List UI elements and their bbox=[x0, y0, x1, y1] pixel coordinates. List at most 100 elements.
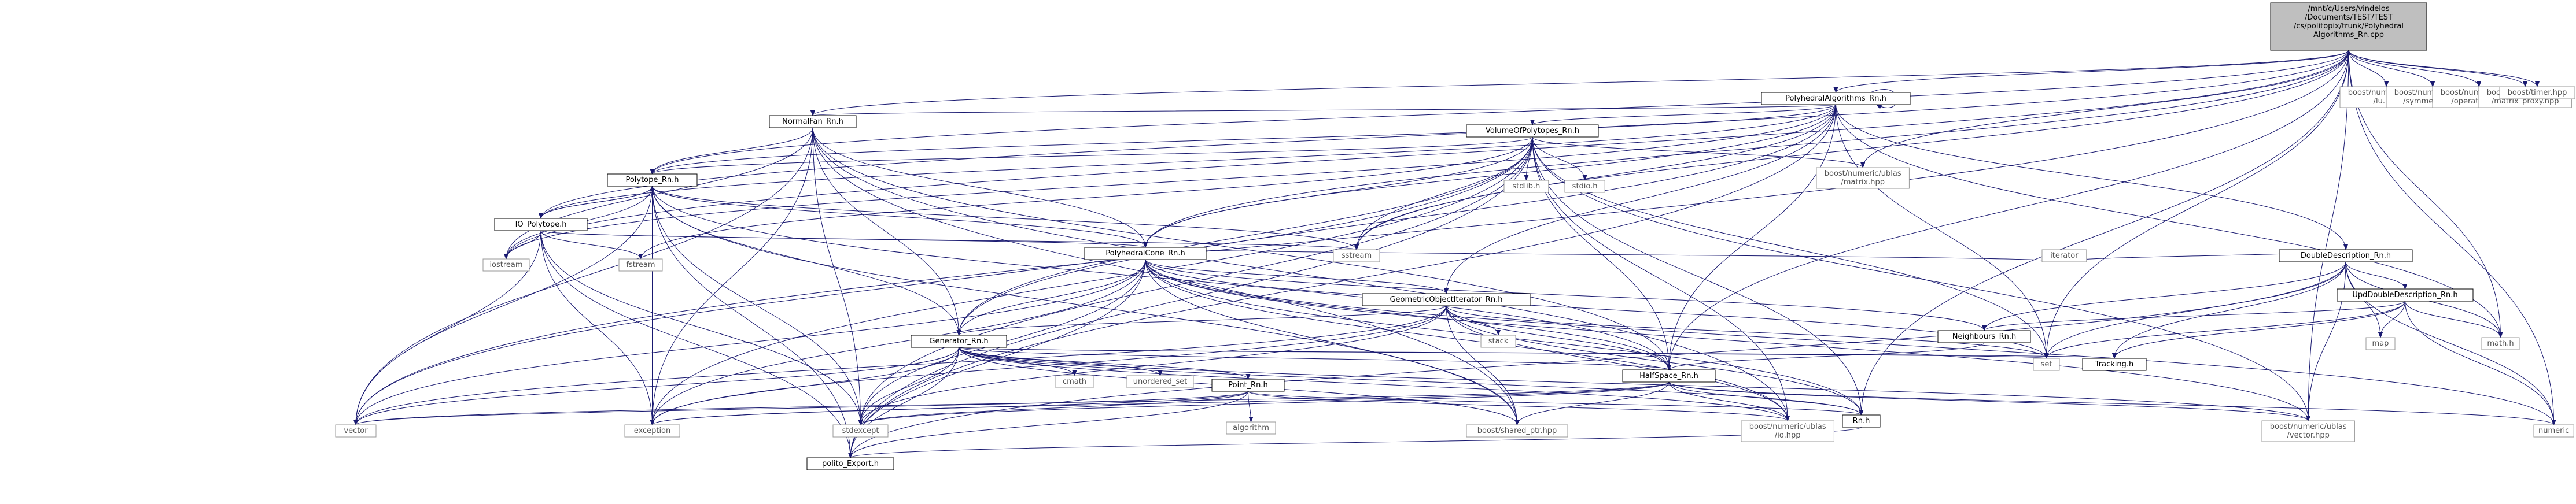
node-label: /io.hpp bbox=[1775, 431, 1801, 440]
edge-nf-to-hs bbox=[812, 127, 1671, 370]
edge-udd-to-tr bbox=[2112, 301, 2405, 359]
edge-nb-to-hs bbox=[1667, 342, 1985, 370]
node-hs[interactable]: HalfSpace_Rn.h bbox=[1622, 369, 1716, 383]
node-box bbox=[2082, 358, 2147, 371]
node-label: exception bbox=[634, 427, 671, 435]
node-bmatrix: boost/numeric/ublas/matrix.hpp bbox=[1816, 167, 1910, 189]
edge-io-to-stdexcept bbox=[540, 230, 863, 425]
edge-goi-to-shptr bbox=[1446, 305, 1520, 425]
edge-goi-to-hs bbox=[1446, 305, 1671, 370]
node-label: set bbox=[2041, 360, 2052, 369]
edge-gen-to-rn bbox=[959, 347, 1864, 416]
edge-udd-to-nb bbox=[1982, 301, 2405, 331]
edge-root-to-sstream bbox=[1354, 50, 2349, 250]
edge-root-to-pa bbox=[1833, 50, 2349, 93]
node-pc[interactable]: PolyhedralCone_Rn.h bbox=[1084, 247, 1207, 260]
edge-vp-to-stdexcept bbox=[858, 136, 1533, 425]
edge-root-to-pc bbox=[1143, 50, 2349, 248]
node-io[interactable]: IO_Polytope.h bbox=[494, 218, 588, 231]
node-label: PolyhedralAlgorithms_Rn.h bbox=[1785, 94, 1886, 103]
node-vp[interactable]: VolumeOfPolytopes_Rn.h bbox=[1466, 124, 1599, 138]
node-pa[interactable]: PolyhedralAlgorithms_Rn.h bbox=[1761, 92, 1911, 105]
node-label: Polytope_Rn.h bbox=[625, 176, 679, 184]
edge-pa-to-sstream bbox=[1354, 104, 1836, 250]
edge-dd-to-tr bbox=[2112, 261, 2346, 359]
edge-vp-to-exception bbox=[650, 136, 1533, 425]
edge-dd-to-pe bbox=[848, 261, 2346, 458]
node-goi[interactable]: GeometricObjectIterator_Rn.h bbox=[1362, 293, 1531, 306]
node-label: /matrix_proxy.hpp bbox=[2492, 97, 2559, 106]
node-box bbox=[1226, 421, 1276, 435]
node-label: fstream bbox=[626, 261, 655, 269]
edge-pt-to-shptr bbox=[652, 186, 1520, 425]
node-label: /cs/politopix/trunk/Polyhedral bbox=[2294, 22, 2404, 31]
node-box bbox=[832, 424, 889, 438]
edge-pa-to-set bbox=[1836, 104, 2049, 359]
edge-pc-to-bio bbox=[1145, 259, 1790, 421]
node-box bbox=[2499, 86, 2575, 99]
node-pnt[interactable]: Point_Rn.h bbox=[1211, 379, 1285, 392]
node-box bbox=[618, 258, 663, 272]
node-label: stdio.h bbox=[1572, 182, 1598, 191]
node-udd[interactable]: UpdDoubleDescription_Rn.h bbox=[2337, 288, 2474, 302]
edge-vp-to-set bbox=[1532, 136, 2049, 359]
edge-vp-to-fstream bbox=[638, 136, 1533, 260]
node-pt[interactable]: Polytope_Rn.h bbox=[607, 173, 698, 187]
node-label: /mnt/c/Users/vindelos bbox=[2308, 5, 2389, 13]
edge-pnt-to-rn bbox=[1248, 391, 1864, 416]
node-label: stdlib.h bbox=[1512, 182, 1540, 191]
node-box bbox=[1211, 379, 1285, 392]
node-box bbox=[482, 258, 530, 272]
edge-hs-to-shptr bbox=[1514, 381, 1670, 425]
edge-pc-to-nb bbox=[1145, 259, 1987, 331]
edge-goi-to-bio bbox=[1446, 305, 1790, 421]
node-box bbox=[911, 335, 1007, 348]
edge-root-to-bop bbox=[2348, 50, 2482, 87]
node-pe[interactable]: polito_Export.h bbox=[806, 457, 894, 470]
edge-vp-to-pt bbox=[650, 136, 1533, 175]
edge-gen-to-set bbox=[959, 347, 2048, 359]
node-box bbox=[2533, 424, 2574, 438]
node-label: Rn.h bbox=[1853, 417, 1870, 425]
node-shptr: boost/shared_ptr.hpp bbox=[1466, 424, 1568, 438]
node-rn[interactable]: Rn.h bbox=[1842, 414, 1881, 428]
node-label: DoubleDescription_Rn.h bbox=[2301, 251, 2391, 260]
node-box bbox=[1480, 335, 1516, 348]
edge-pa-to-gen bbox=[956, 104, 1836, 336]
edge-pnt-to-algorithm bbox=[1248, 391, 1254, 423]
edge-vp-to-bmatrix bbox=[1532, 136, 1866, 168]
edge-pc-to-goi bbox=[1145, 259, 1449, 294]
node-stack: stack bbox=[1480, 335, 1516, 348]
node-btimer: boost/timer.hpp bbox=[2499, 86, 2575, 99]
node-label: UpdDoubleDescription_Rn.h bbox=[2352, 291, 2457, 299]
edge-pnt-to-pe bbox=[848, 391, 1248, 458]
edge-pt-to-vector bbox=[353, 186, 653, 425]
node-tr[interactable]: Tracking.h bbox=[2082, 358, 2147, 371]
edge-pnt-to-stdexcept bbox=[858, 391, 1248, 425]
node-nf[interactable]: NormalFan_Rn.h bbox=[769, 115, 857, 128]
node-box bbox=[2279, 249, 2413, 262]
node-box bbox=[2033, 358, 2060, 371]
node-nb[interactable]: Neighbours_Rn.h bbox=[1937, 330, 2031, 343]
node-box bbox=[607, 173, 698, 187]
node-root[interactable]: /mnt/c/Users/vindelos/Documents/TEST/TES… bbox=[2270, 2, 2427, 51]
node-gen[interactable]: Generator_Rn.h bbox=[911, 335, 1007, 348]
node-map: map bbox=[2365, 337, 2396, 350]
edge-vp-to-rn bbox=[1532, 136, 1864, 416]
edge-nf-to-gen bbox=[812, 127, 961, 336]
node-algorithm: algorithm bbox=[1226, 421, 1276, 435]
node-fstream: fstream bbox=[618, 258, 663, 272]
edge-root-to-hs bbox=[1667, 50, 2349, 370]
edge-root-to-pt bbox=[650, 50, 2349, 175]
edge-pc-to-vector bbox=[353, 259, 1146, 425]
edge-hs-to-bio bbox=[1668, 381, 1790, 421]
node-box bbox=[2481, 337, 2520, 350]
edge-vp-to-pc bbox=[1143, 136, 1533, 248]
node-label: cmath bbox=[1063, 377, 1086, 386]
node-dd[interactable]: DoubleDescription_Rn.h bbox=[2279, 249, 2413, 262]
edge-pa-to-goi bbox=[1444, 104, 1836, 294]
node-box bbox=[806, 457, 894, 470]
node-box bbox=[1622, 369, 1716, 383]
node-label: /vector.hpp bbox=[2287, 431, 2330, 440]
edge-vp-to-hs bbox=[1532, 136, 1671, 370]
